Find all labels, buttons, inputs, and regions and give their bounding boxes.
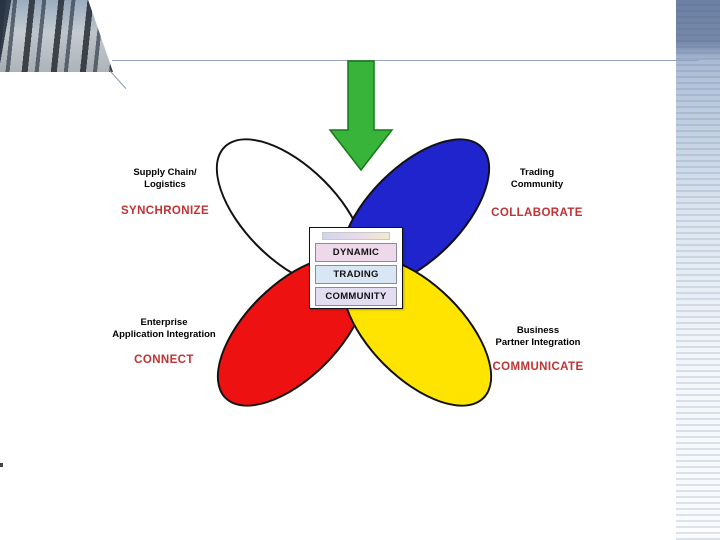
- quadrant-title-line: Logistics: [144, 179, 186, 190]
- keyword-synchronize: SYNCHRONIZE: [120, 205, 210, 217]
- buildings-photo-strip: [676, 0, 720, 540]
- down-arrow-shape: [328, 60, 394, 172]
- edge-mark: [0, 463, 3, 467]
- keyword-collaborate: COLLABORATE: [491, 207, 583, 219]
- quadrant-label-supply-chain: Supply Chain/ Logistics SYNCHRONIZE: [100, 167, 230, 217]
- quadrant-title-line: Trading: [519, 167, 555, 178]
- quadrant-title-line: Enterprise: [140, 317, 188, 328]
- quadrant-title-line: Application Integration: [112, 329, 216, 340]
- quadrant-title-line: Business: [516, 325, 560, 336]
- header-rule-line: [112, 60, 698, 61]
- center-box-row: DYNAMIC: [315, 243, 397, 262]
- quadrant-title-line: Community: [510, 179, 564, 190]
- keyword-connect: CONNECT: [134, 354, 194, 366]
- dynamic-trading-community-box: DYNAMIC TRADING COMMUNITY: [309, 227, 403, 309]
- center-box-row: TRADING: [315, 265, 397, 284]
- quadrant-label-enterprise-integration: Enterprise Application Integration CONNE…: [95, 317, 233, 366]
- keyword-communicate: COMMUNICATE: [492, 361, 584, 373]
- quadrant-label-trading-community: Trading Community COLLABORATE: [472, 167, 602, 219]
- center-box-header-strip: [322, 232, 390, 240]
- quadrant-title-line: Partner Integration: [495, 337, 581, 348]
- center-box-row: COMMUNITY: [315, 287, 397, 306]
- diagonal-accent-line: [108, 69, 127, 89]
- down-arrow-icon: [328, 60, 394, 172]
- people-photo: [0, 0, 113, 72]
- quadrant-title-line: Supply Chain/: [133, 167, 197, 178]
- quadrant-label-business-partner: Business Partner Integration COMMUNICATE: [472, 325, 604, 373]
